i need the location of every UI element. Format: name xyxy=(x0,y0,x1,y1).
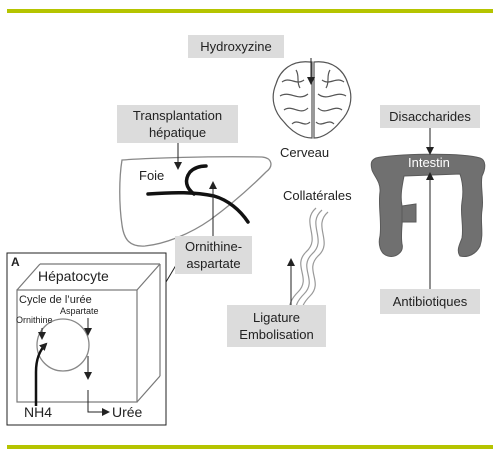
intestine-appendix xyxy=(401,203,417,223)
aspartate-text: Aspartate xyxy=(60,306,99,316)
intestine-illustration xyxy=(370,153,486,257)
brain-label: Cerveau xyxy=(280,145,329,160)
foie-text: Foie xyxy=(139,168,165,183)
ornithine-text: Ornithine xyxy=(16,315,53,325)
transplantation-label: Transplantation hépatique xyxy=(117,105,238,143)
hepatocyte-cube xyxy=(16,263,161,403)
collaterals-label: Collatérales xyxy=(283,188,352,203)
liver-vessel xyxy=(146,190,250,224)
hydroxyzine-text: Hydroxyzine xyxy=(200,39,272,54)
panel-letter: A xyxy=(11,255,20,269)
urea-cycle-text: Cycle de l’urée xyxy=(19,294,92,306)
urea-cycle-circle xyxy=(36,318,90,372)
panel-letter-text: A xyxy=(11,255,20,269)
urea-cycle-label: Cycle de l’urée xyxy=(19,294,92,306)
hydroxyzine-label: Hydroxyzine xyxy=(188,35,284,58)
liver-outline xyxy=(119,156,272,247)
inset-panel-frame xyxy=(6,252,167,426)
uree-text: Urée xyxy=(112,404,143,420)
arrow-nh4-in xyxy=(34,342,48,406)
liver-vessel-branch xyxy=(184,164,208,196)
cerveau-text: Cerveau xyxy=(280,145,330,160)
brain-illustration xyxy=(272,61,352,139)
top-rule xyxy=(7,9,493,13)
arrow-to-uree xyxy=(87,390,110,416)
transplantation-line1: Transplantation xyxy=(132,108,223,123)
ornithine-label: Ornithine xyxy=(16,315,53,325)
antibiotiques-text: Antibiotiques xyxy=(392,294,468,309)
disaccharides-text: Disaccharides xyxy=(389,109,471,124)
ligature-label: Ligature Embolisation xyxy=(227,305,326,347)
disaccharides-label: Disaccharides xyxy=(380,105,480,128)
intestine-label: Intestin xyxy=(408,155,450,170)
liver-label: Foie xyxy=(139,168,164,183)
hepatocyte-title: Hépatocyte xyxy=(38,268,109,284)
ornithine-aspartate-label: Ornithine- aspartate xyxy=(175,236,252,274)
intestin-text: Intestin xyxy=(408,155,450,170)
bottom-rule xyxy=(7,445,493,449)
transplantation-line2: hépatique xyxy=(148,125,207,140)
collateral-vessels xyxy=(287,207,329,317)
nh4-label: NH4 xyxy=(24,404,52,420)
aspartate-label: Aspartate xyxy=(60,306,99,316)
ornithine-aspartate-line2: aspartate xyxy=(186,256,241,271)
hepatocyte-title-text: Hépatocyte xyxy=(38,268,109,284)
collaterales-text: Collatérales xyxy=(283,188,352,203)
ornithine-aspartate-line1: Ornithine- xyxy=(184,239,243,254)
nh4-text: NH4 xyxy=(24,404,53,420)
antibiotics-label: Antibiotiques xyxy=(380,289,480,314)
ligature-line1: Ligature xyxy=(253,310,300,325)
ligature-line2: Embolisation xyxy=(239,327,314,342)
uree-label: Urée xyxy=(112,404,142,420)
